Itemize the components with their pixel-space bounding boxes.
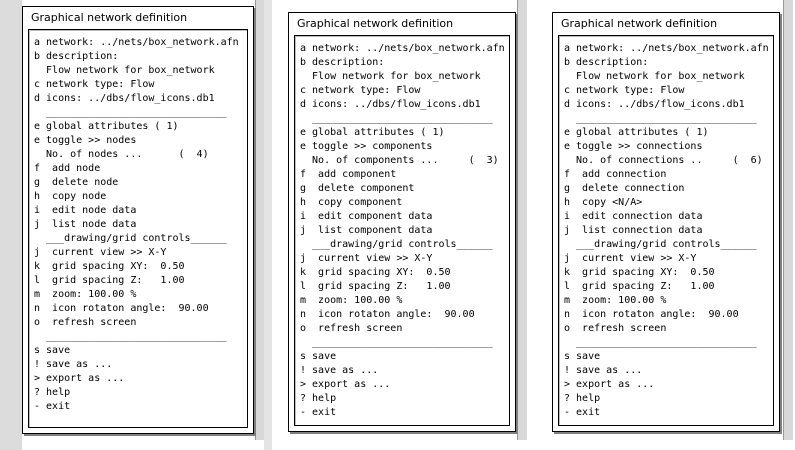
menu-item[interactable]: > export as ... [564,379,655,390]
menu-item[interactable]: a network: ../nets/box_network.afn [300,43,505,54]
menu-item[interactable]: h copy component [300,197,403,208]
menu-item[interactable]: e toggle >> connections [564,141,703,152]
menu-item[interactable]: m zoom: 100.00 % [300,295,403,306]
menu-item: No. of connections .. ( 6) [564,155,763,166]
menu-item[interactable]: i edit connection data [564,211,703,222]
menu-item[interactable]: k grid spacing XY: 0.50 [34,261,185,272]
menu-separator: ______________________________ [34,107,227,118]
menu-item[interactable]: > export as ... [34,373,125,384]
menu-separator: ______________________________ [300,113,493,124]
menu-item: No. of components ... ( 3) [300,155,499,166]
background-scrollbar-3[interactable] [783,0,793,440]
menu-item[interactable]: k grid spacing XY: 0.50 [300,267,451,278]
menu-item[interactable]: g delete component [300,183,415,194]
menu-item[interactable]: n icon rotaton angle: 90.00 [300,309,475,320]
menu-item[interactable]: m zoom: 100.00 % [564,295,667,306]
menu-item[interactable]: o refresh screen [300,323,403,334]
panel-title: Graphical network definition [297,17,454,30]
menu-item[interactable]: e global attributes ( 1) [300,127,445,138]
menu-item[interactable]: l grid spacing Z: 1.00 [34,275,185,286]
menu-item[interactable]: b description: [300,57,385,68]
menu-item[interactable]: g delete connection [564,183,685,194]
menu-item[interactable]: j list component data [300,225,433,236]
menu-separator: ___drawing/grid controls______ [564,239,757,250]
menu-item: Flow network for box_network [300,71,481,82]
menu-item[interactable]: > export as ... [300,379,391,390]
menu-item[interactable]: c network type: Flow [564,85,685,96]
menu-item[interactable]: e toggle >> nodes [34,135,137,146]
menu-item[interactable]: c network type: Flow [34,79,155,90]
menu-item[interactable]: e toggle >> components [300,141,433,152]
network-definition-panel-connections: Graphical network definition a network: … [552,12,780,432]
panel-title: Graphical network definition [31,11,188,24]
menu-item[interactable]: d icons: ../dbs/flow_icons.db1 [564,99,745,110]
menu-item[interactable]: j list node data [34,219,137,230]
menu-item[interactable]: b description: [564,57,649,68]
menu-item[interactable]: ? help [34,387,71,398]
menu-item[interactable]: n icon rotaton angle: 90.00 [564,309,739,320]
menu-item[interactable]: o refresh screen [564,323,667,334]
menu-item[interactable]: i edit component data [300,211,433,222]
menu-item[interactable]: e global attributes ( 1) [564,127,709,138]
menu-item[interactable]: - exit [564,407,601,418]
menu-item: Flow network for box_network [564,71,745,82]
menu-item[interactable]: d icons: ../dbs/flow_icons.db1 [34,93,215,104]
menu-item[interactable]: - exit [34,401,71,412]
menu-item[interactable]: b description: [34,51,119,62]
menu-item[interactable]: k grid spacing XY: 0.50 [564,267,715,278]
menu-item[interactable]: n icon rotaton angle: 90.00 [34,303,209,314]
menu-item[interactable]: l grid spacing Z: 1.00 [564,281,715,292]
network-definition-panel-nodes: Graphical network definition a network: … [22,6,254,434]
menu-item[interactable]: j list connection data [564,225,703,236]
menu-item[interactable]: s save [564,351,601,362]
menu-item[interactable]: d icons: ../dbs/flow_icons.db1 [300,99,481,110]
menu-item[interactable]: a network: ../nets/box_network.afn [564,43,769,54]
menu-item[interactable]: o refresh screen [34,317,137,328]
menu-item[interactable]: j current view >> X-Y [300,253,433,264]
menu-item[interactable]: j current view >> X-Y [564,253,697,264]
menu-item[interactable]: ! save as ... [300,365,379,376]
menu-item: No. of nodes ... ( 4) [34,149,209,160]
menu-item[interactable]: a network: ../nets/box_network.afn [34,37,239,48]
menu-item[interactable]: - exit [300,407,337,418]
background-window-left [0,0,22,450]
menu-item[interactable]: ? help [564,393,601,404]
background-scrollbar-2[interactable] [517,0,527,440]
menu-item[interactable]: f add node [34,163,101,174]
menu-item[interactable]: j current view >> X-Y [34,247,167,258]
menu-item[interactable]: i edit node data [34,205,137,216]
menu-separator: ______________________________ [564,337,757,348]
menu-separator: ______________________________ [300,337,493,348]
menu-item[interactable]: l grid spacing Z: 1.00 [300,281,451,292]
menu-item[interactable]: g delete node [34,177,119,188]
menu-separator: ___drawing/grid controls______ [300,239,493,250]
menu-item[interactable]: ? help [300,393,337,404]
menu-item[interactable]: s save [34,345,71,356]
menu-item: Flow network for box_network [34,65,215,76]
menu-item[interactable]: ! save as ... [564,365,643,376]
menu-separator: ______________________________ [564,113,757,124]
menu-item[interactable]: s save [300,351,337,362]
menu-item[interactable]: c network type: Flow [300,85,421,96]
menu-item[interactable]: ! save as ... [34,359,113,370]
menu-item[interactable]: h copy <N/A> [564,197,643,208]
menu-item[interactable]: m zoom: 100.00 % [34,289,137,300]
panel-title: Graphical network definition [561,17,718,30]
menu-separator: ______________________________ [34,331,227,342]
menu-item[interactable]: f add connection [564,169,667,180]
menu-item[interactable]: f add component [300,169,397,180]
menu-item[interactable]: h copy node [34,191,107,202]
background-scrollbar-1[interactable] [255,0,265,440]
menu-item[interactable]: e global attributes ( 1) [34,121,179,132]
menu-separator: ___drawing/grid controls______ [34,233,227,244]
background-window-mid [264,0,272,450]
network-definition-panel-components: Graphical network definition a network: … [288,12,516,432]
